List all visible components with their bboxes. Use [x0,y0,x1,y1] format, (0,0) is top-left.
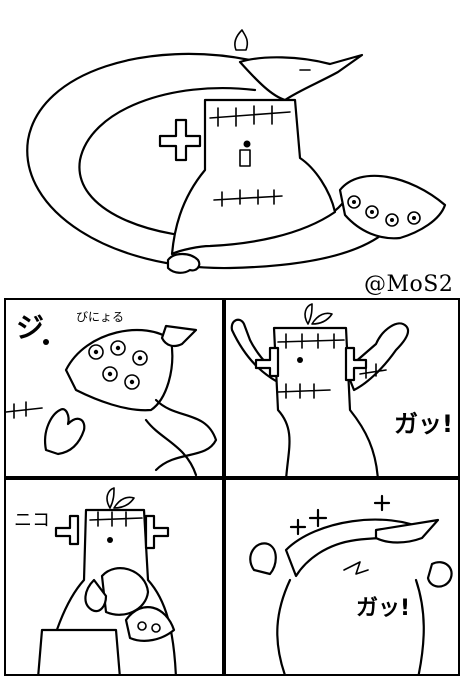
top-illustration [26,29,447,274]
wing-eye-icons [88,340,148,390]
sound-effect-ga: ガッ! [394,410,453,438]
sound-effect-ga: ガッ! [356,596,411,621]
sound-effect-niko: ニコ [14,510,50,531]
panel-2: ガッ! [224,298,460,478]
sound-effect-binyoru: びにょる [76,310,125,324]
panel-4: ガッ! [224,478,460,676]
author-credit: @MoS2 [364,272,454,297]
panel-3: ニコ [4,478,224,676]
panel-1: ジ びにょる [4,298,224,478]
wing-eye-icons [347,195,421,227]
sound-effect-ji: ジ [16,311,45,344]
